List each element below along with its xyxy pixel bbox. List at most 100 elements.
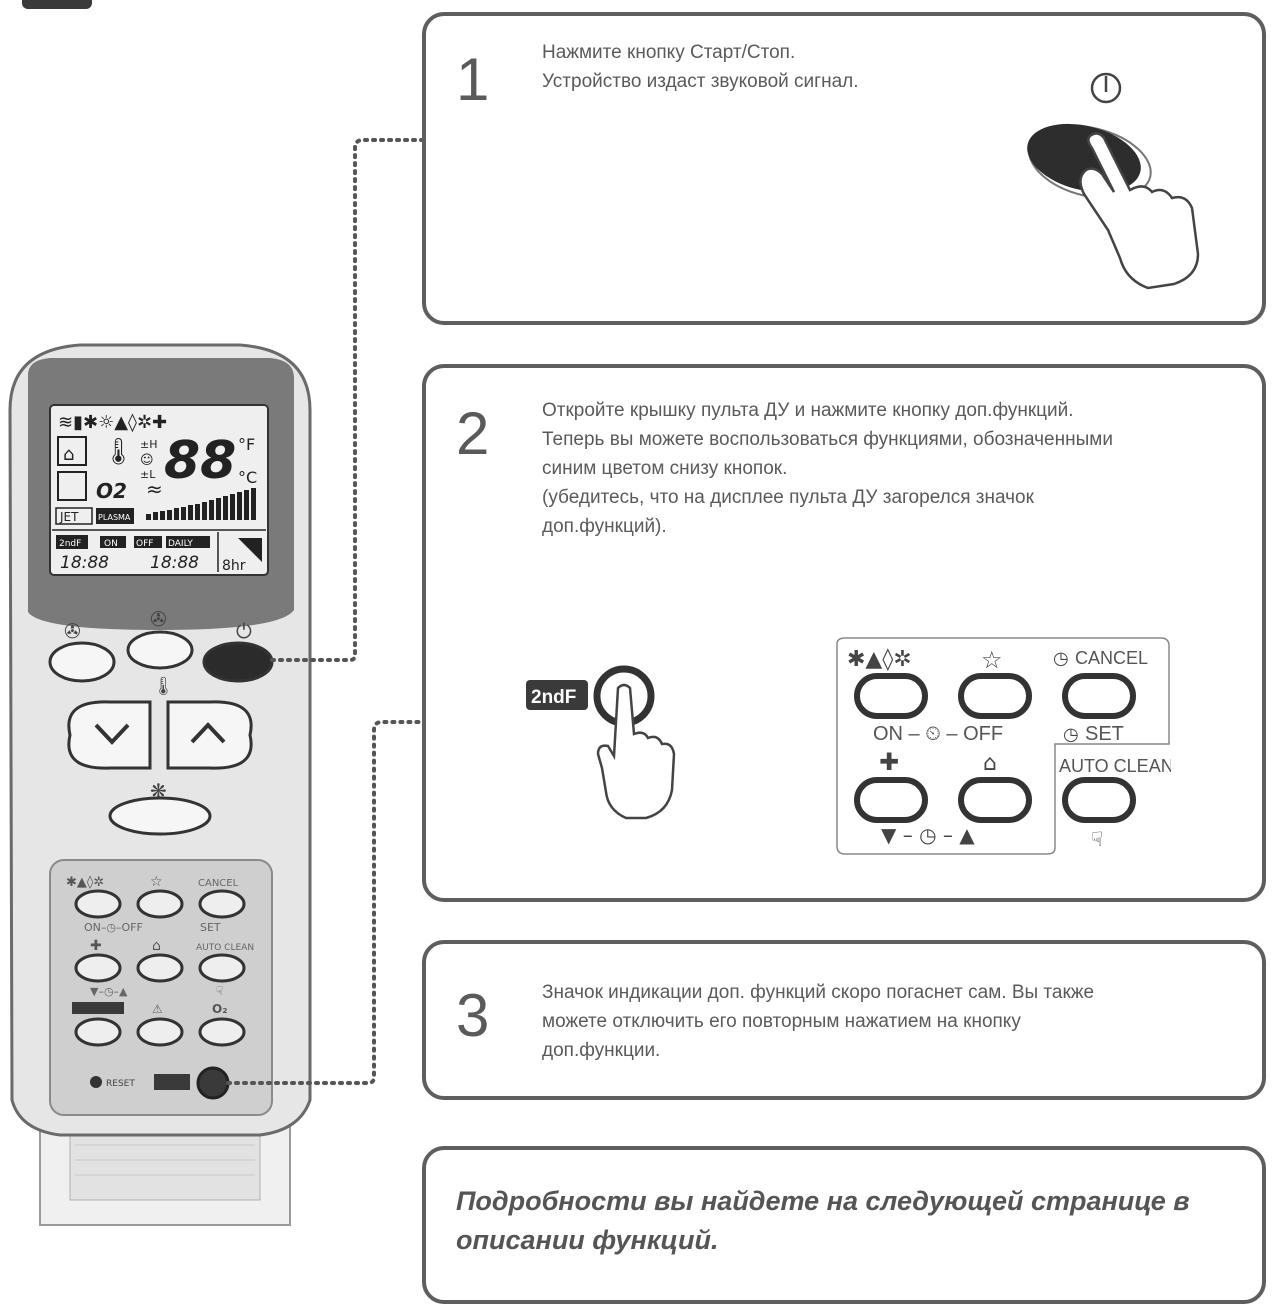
svg-text:🌡: 🌡 [152, 676, 175, 697]
svg-text:⌂: ⌂ [983, 751, 997, 776]
remote-temp-up-button[interactable] [166, 700, 253, 770]
svg-text:⌂: ⌂ [152, 938, 161, 954]
lcd-daily: DAILY [168, 539, 193, 549]
remote-key-jet[interactable] [74, 953, 122, 983]
remote-control: ≋▮✱☼▲◊✲✚ ⌂ 🌡 ±H ☺ ±L 88 °F °C O2 ≈ JET P… [0, 330, 330, 1310]
step-2-line-2: Теперь вы можете воспользоваться функция… [542, 429, 1113, 450]
step-1-text: Нажмите кнопку Старт/Стоп. Устройство из… [542, 38, 859, 96]
svg-text:▼–◷–▲: ▼–◷–▲ [90, 985, 128, 998]
step-3-line-1: Значок индикации доп. функций скоро пога… [542, 982, 1095, 1003]
2ndf-badge [526, 680, 588, 710]
remote-key-cancel[interactable] [198, 889, 246, 919]
lcd-unit-f: °F [238, 435, 255, 454]
remote-mode-button[interactable] [48, 641, 116, 683]
keypad-auto-clean-label: AUTO CLEAN [1059, 756, 1171, 776]
lcd-time-left: 18:88 [60, 553, 109, 573]
remote-start-stop-button[interactable] [202, 641, 274, 683]
remote-key-energy[interactable] [136, 953, 184, 983]
svg-text:✚: ✚ [879, 748, 899, 776]
step-2-text: Откройте крышку пульта ДУ и нажмите кноп… [542, 396, 1113, 541]
keypad-set-label: SET [1085, 723, 1124, 745]
svg-text:▼ – ◷ – ▲: ▼ – ◷ – ▲ [881, 823, 975, 847]
keypad-on-off-label: ON – ⏲ – OFF [873, 723, 1003, 745]
svg-text:☆: ☆ [981, 646, 1003, 674]
remote-reset-label: RESET [106, 1079, 135, 1089]
keypad-auto-clean-button[interactable] [1062, 777, 1136, 823]
svg-text:✇: ✇ [150, 607, 167, 631]
remote-key-auto-clean[interactable] [198, 953, 246, 983]
remote-key-favorite[interactable] [136, 889, 184, 919]
step-3-box: 3 Значок индикации доп. функций скоро по… [422, 940, 1266, 1100]
note-line-2: описании функций. [456, 1225, 719, 1255]
step-2-number: 2 [456, 400, 490, 467]
lcd-unit-c: °C [238, 468, 257, 487]
remote-key-6[interactable] [136, 1017, 184, 1047]
svg-text:🌡: 🌡 [102, 437, 135, 467]
svg-text:◷: ◷ [1053, 648, 1069, 669]
keypad-jet-button[interactable] [854, 777, 928, 823]
power-icon [1090, 72, 1122, 104]
svg-text:☟: ☟ [216, 984, 223, 998]
lcd-o2: O2 [96, 479, 127, 503]
pointing-hand-icon [596, 683, 676, 820]
note-text: Подробности вы найдете на следующей стра… [456, 1182, 1190, 1260]
lcd-on: ON [104, 539, 118, 549]
step-2-box: 2 Откройте крышку пульта ДУ и нажмите кн… [422, 364, 1266, 902]
svg-text:☆: ☆ [150, 874, 163, 890]
keypad-illustration: ✱▲◊✲ ☆ ◷ CANCEL ON – ⏲ – OFF ◷ SET ✚ ⌂ A… [836, 637, 1171, 855]
remote-set-label: SET [200, 921, 221, 934]
step-3-number: 3 [456, 982, 490, 1049]
keypad-cancel-label: CANCEL [1075, 648, 1148, 668]
step-1-number: 1 [456, 46, 490, 113]
svg-text:✱▲◊✲: ✱▲◊✲ [66, 875, 104, 890]
svg-text:≋▮✱☼▲◊✲✚: ≋▮✱☼▲◊✲✚ [58, 412, 167, 433]
svg-text:⌂: ⌂ [63, 444, 74, 465]
step-3-text: Значок индикации доп. функций скоро пога… [542, 978, 1094, 1065]
keypad-mode-button[interactable] [854, 673, 928, 719]
remote-key-mode[interactable] [74, 889, 122, 919]
svg-text:⏻: ⏻ [236, 619, 252, 643]
step-1-box: 1 Нажмите кнопку Старт/Стоп. Устройство … [422, 12, 1266, 325]
keypad-cancel-button[interactable] [1062, 673, 1136, 719]
step-1-line-1: Нажмите кнопку Старт/Стоп. [542, 42, 796, 63]
remote-cancel-label: CANCEL [198, 878, 239, 889]
svg-text:O₂: O₂ [212, 1002, 227, 1016]
remote-fan-speed-button[interactable] [108, 796, 212, 836]
step-1-line-2: Устройство издаст звуковой сигнал. [542, 71, 859, 92]
step-2-line-5: доп.функций). [542, 516, 667, 537]
step-2-line-4: (убедитесь, что на дисплее пульта ДУ заг… [542, 487, 1034, 508]
remote-2ndf-button[interactable] [196, 1066, 230, 1100]
step-2-line-3: синим цветом снизу кнопок. [542, 458, 788, 479]
keypad-favorite-button[interactable] [958, 673, 1032, 719]
remote-key-5[interactable] [74, 1017, 122, 1047]
svg-text:☟: ☟ [1091, 827, 1103, 851]
note-line-1: Подробности вы найдете на следующей стра… [456, 1186, 1190, 1216]
lcd-temperature: 88 [164, 431, 236, 491]
lcd-hr: 8hr [222, 558, 246, 574]
svg-text:◷: ◷ [1063, 724, 1079, 745]
keypad-energy-button[interactable] [958, 777, 1032, 823]
svg-text:≈: ≈ [146, 477, 163, 501]
pointing-hand-icon [1079, 132, 1200, 290]
remote-swing-button[interactable] [126, 630, 194, 670]
remote-reset-hole[interactable] [90, 1076, 102, 1088]
lcd-jet: JET [59, 510, 79, 524]
step-3-line-2: можете отключить его повторным нажатием … [542, 1011, 1021, 1032]
svg-text:⚠: ⚠ [152, 1002, 163, 1016]
remote-key-o2[interactable] [198, 1017, 246, 1047]
lcd-off: OFF [136, 539, 153, 549]
lcd-2ndf: 2ndF [59, 539, 81, 549]
lcd-time-right: 18:88 [150, 553, 199, 573]
svg-text:✇: ✇ [64, 619, 81, 643]
step-2-line-1: Откройте крышку пульта ДУ и нажмите кноп… [542, 400, 1074, 421]
remote-illustration: ≋▮✱☼▲◊✲✚ ⌂ 🌡 ±H ☺ ±L 88 °F °C O2 ≈ JET P… [8, 343, 312, 1226]
svg-text:☺: ☺ [140, 453, 154, 468]
remote-auto-clean-label: AUTO CLEAN [196, 943, 254, 953]
2ndf-badge-label: 2ndF [531, 687, 576, 708]
remote-lcd [49, 404, 269, 576]
svg-text:✱▲◊✲: ✱▲◊✲ [847, 647, 912, 672]
remote-temp-down-button[interactable] [67, 700, 152, 770]
svg-text:±H: ±H [140, 438, 158, 451]
svg-text:✚: ✚ [90, 938, 102, 954]
step-3-line-3: доп.функции. [542, 1040, 661, 1061]
